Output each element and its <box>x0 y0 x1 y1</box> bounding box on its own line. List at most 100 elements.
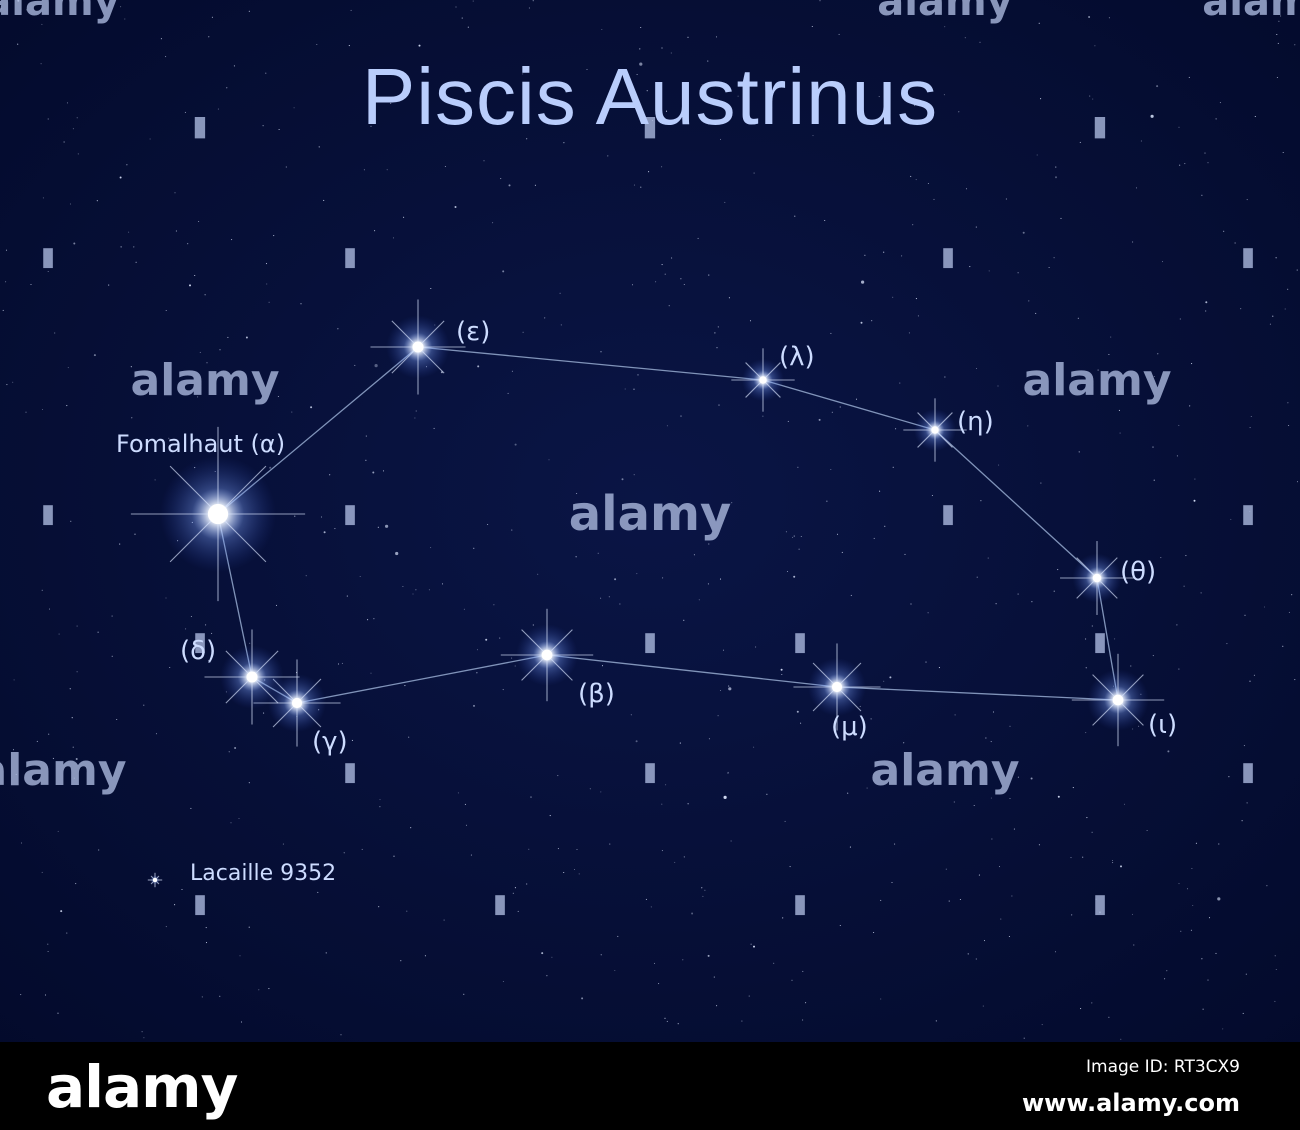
background-star <box>230 822 232 824</box>
background-star <box>57 1012 59 1014</box>
background-star <box>1183 585 1185 587</box>
background-star <box>831 411 833 413</box>
background-star <box>402 585 404 588</box>
background-star <box>97 631 99 633</box>
background-star <box>135 261 137 263</box>
background-star <box>1079 141 1081 143</box>
background-star <box>58 633 60 635</box>
background-star <box>1138 725 1140 727</box>
background-star <box>500 178 502 180</box>
background-star <box>1111 859 1114 862</box>
background-star <box>473 547 475 549</box>
background-star <box>1009 725 1011 727</box>
background-star <box>1246 199 1248 201</box>
background-star <box>20 994 22 996</box>
background-star <box>597 552 599 554</box>
background-star <box>1202 1008 1204 1010</box>
background-star <box>830 332 832 334</box>
background-star <box>546 975 548 977</box>
background-star <box>323 531 326 534</box>
background-star <box>1077 317 1079 319</box>
background-star <box>116 718 118 721</box>
background-star <box>640 186 642 188</box>
background-star <box>713 976 715 978</box>
background-star <box>1164 978 1166 980</box>
label-lambda: (λ) <box>779 342 815 372</box>
background-star <box>559 292 561 294</box>
background-star <box>674 861 676 863</box>
background-star <box>771 106 773 108</box>
background-star <box>980 500 982 502</box>
background-star <box>805 1002 807 1004</box>
background-star <box>421 100 423 102</box>
background-star <box>589 788 591 790</box>
background-star <box>1244 614 1246 616</box>
background-star <box>205 624 207 626</box>
background-star <box>1208 917 1211 919</box>
background-star <box>72 128 74 130</box>
background-star <box>560 324 562 326</box>
background-star <box>662 577 664 579</box>
background-star <box>258 989 260 991</box>
background-star <box>1060 217 1062 219</box>
background-star <box>1218 843 1220 845</box>
background-star <box>640 26 642 29</box>
background-star <box>998 866 1001 868</box>
background-star <box>819 0 821 2</box>
background-star <box>793 535 795 537</box>
label-theta: (θ) <box>1120 557 1156 587</box>
background-star <box>1272 315 1274 317</box>
background-star <box>73 242 76 245</box>
background-star <box>570 108 572 110</box>
background-star <box>1038 22 1040 24</box>
line-eta-theta <box>934 429 1098 579</box>
label-alpha: Fomalhaut (α) <box>116 430 285 458</box>
background-star <box>1072 787 1074 789</box>
background-star <box>532 624 534 626</box>
background-star <box>1030 777 1033 780</box>
watermark-text: ▮ <box>643 627 657 657</box>
background-star <box>1253 674 1255 676</box>
background-star <box>226 87 228 89</box>
background-star <box>318 146 320 148</box>
background-star <box>514 443 517 446</box>
background-star <box>204 294 206 296</box>
background-star <box>227 336 229 338</box>
background-star <box>47 950 49 953</box>
background-star <box>1038 844 1040 846</box>
background-star <box>1011 895 1013 897</box>
background-star <box>693 554 695 556</box>
background-star <box>800 535 802 538</box>
background-star <box>873 537 875 539</box>
background-star <box>511 657 513 659</box>
background-star <box>1161 261 1164 263</box>
background-star <box>69 688 71 690</box>
background-star <box>300 303 302 305</box>
background-star <box>719 578 722 580</box>
background-star <box>323 199 325 201</box>
watermark-text: alamy <box>131 355 280 406</box>
background-star <box>794 215 796 217</box>
line-mu-beta <box>546 654 838 688</box>
background-star <box>621 478 624 481</box>
background-star <box>1146 829 1148 832</box>
background-star <box>463 993 465 995</box>
background-star <box>370 125 372 127</box>
background-star <box>1089 95 1091 97</box>
background-star <box>70 520 72 522</box>
background-star <box>412 593 414 595</box>
background-star <box>1178 424 1180 426</box>
background-star <box>1027 425 1029 427</box>
background-star <box>1205 301 1208 304</box>
background-star <box>165 56 167 58</box>
background-star <box>1114 638 1116 640</box>
background-star <box>680 278 682 280</box>
background-star <box>704 889 706 891</box>
background-star <box>1120 1038 1122 1040</box>
background-star <box>124 18 126 20</box>
background-star <box>718 404 720 406</box>
background-star <box>414 417 416 419</box>
background-star <box>365 459 367 461</box>
background-star <box>262 125 264 127</box>
background-star <box>120 246 122 248</box>
